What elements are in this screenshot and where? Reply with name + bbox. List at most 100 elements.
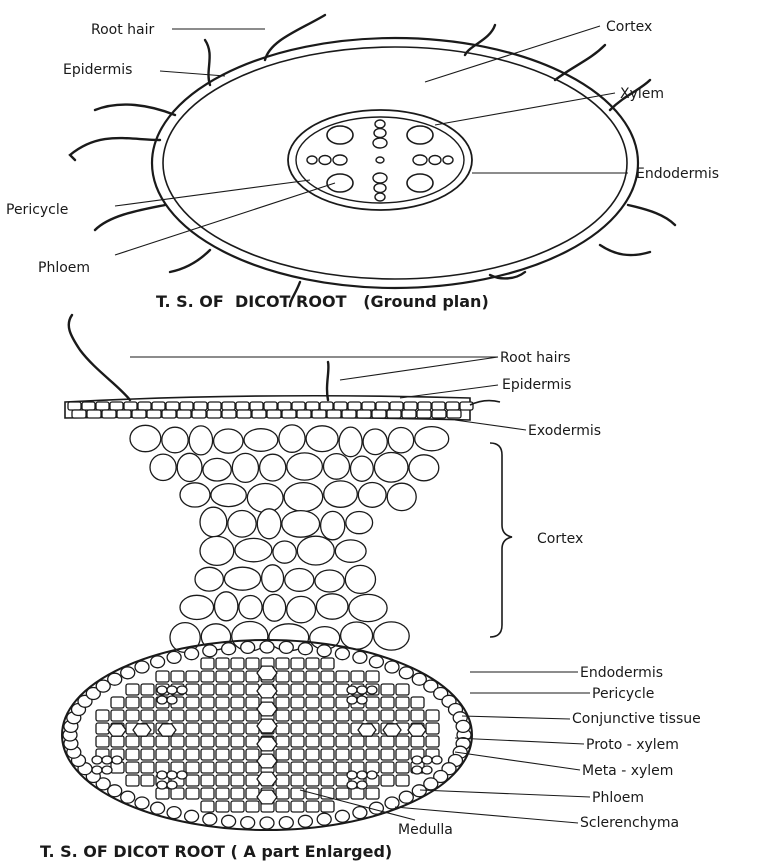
conjunctive-cell xyxy=(246,658,259,669)
epidermis-cell xyxy=(72,410,86,418)
conjunctive-cell xyxy=(366,697,379,708)
conjunctive-cell xyxy=(381,710,394,721)
conjunctive-cell xyxy=(276,723,289,734)
endodermis-cell xyxy=(369,656,383,668)
conjunctive-cell xyxy=(306,723,319,734)
conjunctive-cell xyxy=(201,671,214,682)
cortex-cell xyxy=(244,429,278,452)
cortex-cell xyxy=(284,483,323,512)
epidermis-cell xyxy=(320,402,333,410)
conjunctive-cell xyxy=(366,736,379,747)
conjunctive-cell xyxy=(381,684,394,695)
label-phloem: Phloem xyxy=(592,790,644,806)
cortex-cell xyxy=(335,540,366,562)
conjunctive-cell xyxy=(426,710,439,721)
xylem-vessel xyxy=(108,724,126,736)
cortex-cell xyxy=(203,458,231,481)
endodermis-cell xyxy=(108,673,122,685)
endodermis-cell xyxy=(298,643,312,655)
cortex-cell xyxy=(257,509,281,539)
conjunctive-cell xyxy=(231,775,244,786)
endodermis-cell xyxy=(298,815,312,827)
conjunctive-cell xyxy=(156,710,169,721)
conjunctive-cell xyxy=(291,762,304,773)
conjunctive-cell xyxy=(246,801,259,812)
conjunctive-cell xyxy=(186,749,199,760)
root-hair xyxy=(170,250,210,272)
label-xylem: Xylem xyxy=(620,86,664,102)
xylem-vessel xyxy=(257,754,277,768)
endodermis-cell xyxy=(260,641,274,653)
phloem-cell xyxy=(167,696,177,704)
conjunctive-cell xyxy=(186,684,199,695)
root-hair xyxy=(628,205,675,225)
conjunctive-cell xyxy=(186,775,199,786)
cortex-cell xyxy=(387,483,416,510)
conjunctive-cell xyxy=(201,723,214,734)
cortex-cell xyxy=(345,565,375,593)
conjunctive-cell xyxy=(231,736,244,747)
conjunctive-cell xyxy=(276,684,289,695)
conjunctive-cell xyxy=(396,775,409,786)
phloem-cell xyxy=(102,756,112,764)
xylem-vessel xyxy=(374,184,386,193)
conjunctive-cell xyxy=(366,710,379,721)
xylem-vessel xyxy=(375,193,385,201)
phloem-patch xyxy=(327,174,353,192)
conjunctive-cell xyxy=(351,710,364,721)
conjunctive-cell xyxy=(216,749,229,760)
conjunctive-cell xyxy=(126,684,139,695)
endodermis-cell xyxy=(121,791,135,803)
endodermis-cell xyxy=(241,641,255,653)
root-hair xyxy=(327,362,328,400)
conjunctive-cell xyxy=(246,710,259,721)
conjunctive-cell xyxy=(321,762,334,773)
conjunctive-cell xyxy=(426,736,439,747)
xylem-vessel xyxy=(257,772,277,786)
epidermis-cell xyxy=(138,402,151,410)
cortex-cell xyxy=(247,484,283,513)
cortex-cell xyxy=(232,453,258,482)
conjunctive-cell xyxy=(411,736,424,747)
endodermis-cell xyxy=(185,810,199,822)
cortex-cell xyxy=(180,595,214,619)
conjunctive-cell xyxy=(246,723,259,734)
conjunctive-cell xyxy=(216,788,229,799)
cortex-cell xyxy=(306,426,338,452)
enlarged-diagram: Root hairs Epidermis Exodermis Cortex En… xyxy=(40,315,701,861)
cortex-cell xyxy=(374,453,408,483)
epidermis-cell xyxy=(177,410,191,418)
xylem-vessel xyxy=(358,724,376,736)
conjunctive-cell xyxy=(276,749,289,760)
cortex-cell xyxy=(200,536,234,565)
phloem-patches xyxy=(327,126,433,192)
label-pericycle: Pericycle xyxy=(592,686,654,702)
conjunctive-cell xyxy=(141,710,154,721)
conjunctive-cell xyxy=(201,762,214,773)
cortex-cell xyxy=(287,596,316,622)
cortex-cell xyxy=(339,427,362,457)
stele-inner xyxy=(296,117,464,203)
phloem-cell xyxy=(432,756,442,764)
cortex-cell xyxy=(358,483,386,508)
conjunctive-cell xyxy=(321,658,334,669)
endodermis-cell xyxy=(279,641,293,653)
cortex-cell xyxy=(287,453,323,480)
stele-contents xyxy=(307,120,453,201)
phloem-cell xyxy=(177,771,187,779)
conjunctive-cell xyxy=(291,671,304,682)
conjunctive-cell xyxy=(246,749,259,760)
conjunctive-cell xyxy=(96,736,109,747)
conjunctive-cell xyxy=(396,749,409,760)
xylem-vessel xyxy=(408,724,426,736)
endodermis-cell xyxy=(185,648,199,660)
epidermis-cell xyxy=(447,410,461,418)
epidermis-cell xyxy=(297,410,311,418)
phloem-cell xyxy=(157,686,167,694)
conjunctive-cell xyxy=(336,788,349,799)
conjunctive-cell xyxy=(291,658,304,669)
conjunctive-cell xyxy=(291,801,304,812)
conjunctive-cell xyxy=(111,710,124,721)
xylem-vessel xyxy=(373,138,387,148)
